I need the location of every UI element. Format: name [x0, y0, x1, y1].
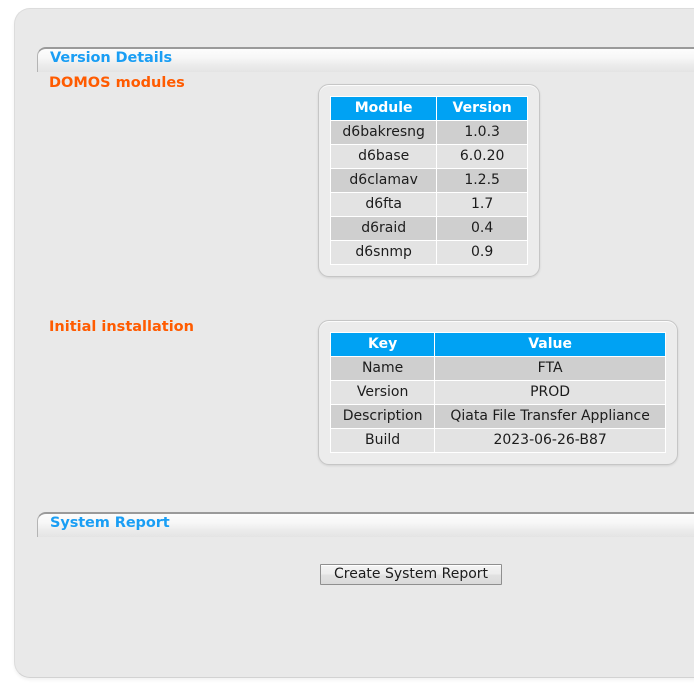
table-row: d6fta 1.7	[331, 193, 527, 216]
section-header-version-details: Version Details	[37, 47, 694, 72]
create-system-report-button[interactable]: Create System Report	[320, 564, 503, 585]
cell-module-name: d6base	[331, 145, 437, 168]
table-row: Description Qiata File Transfer Applianc…	[331, 405, 665, 428]
page-panel: Version Details DOMOS modules Module Ver…	[14, 8, 694, 678]
cell-module-version: 0.9	[437, 241, 527, 264]
cell-key: Version	[331, 381, 435, 404]
table-row: d6bakresng 1.0.3	[331, 121, 527, 144]
cell-module-name: d6bakresng	[331, 121, 437, 144]
table-row: d6clamav 1.2.5	[331, 169, 527, 192]
cell-key: Description	[331, 405, 435, 428]
cell-key: Build	[331, 429, 435, 452]
cell-module-version: 1.7	[437, 193, 527, 216]
initial-installation-table-container: Key Value Name FTA Version PROD Descript…	[318, 320, 678, 465]
cell-module-name: d6fta	[331, 193, 437, 216]
table-row: d6base 6.0.20	[331, 145, 527, 168]
sub-heading-initial-installation: Initial installation	[49, 319, 194, 335]
cell-module-version: 0.4	[437, 217, 527, 240]
table-row: d6snmp 0.9	[331, 241, 527, 264]
column-header-key: Key	[331, 333, 435, 356]
cell-module-name: d6snmp	[331, 241, 437, 264]
table-row: Version PROD	[331, 381, 665, 404]
table-row: Build 2023-06-26-B87	[331, 429, 665, 452]
column-header-version: Version	[437, 97, 527, 120]
cell-module-version: 6.0.20	[437, 145, 527, 168]
table-row: d6raid 0.4	[331, 217, 527, 240]
table-row: Name FTA	[331, 357, 665, 380]
section-title-version-details: Version Details	[50, 50, 173, 66]
column-header-value: Value	[435, 333, 665, 356]
table-header-row: Key Value	[331, 333, 665, 356]
column-header-module: Module	[331, 97, 437, 120]
cell-module-version: 1.2.5	[437, 169, 527, 192]
cell-value: 2023-06-26-B87	[435, 429, 665, 452]
cell-value: PROD	[435, 381, 665, 404]
cell-module-name: d6raid	[331, 217, 437, 240]
cell-value: FTA	[435, 357, 665, 380]
cell-module-version: 1.0.3	[437, 121, 527, 144]
cell-value: Qiata File Transfer Appliance	[435, 405, 665, 428]
section-title-system-report: System Report	[50, 515, 170, 531]
section-header-system-report: System Report	[37, 512, 694, 537]
initial-installation-table: Key Value Name FTA Version PROD Descript…	[330, 332, 666, 453]
cell-module-name: d6clamav	[331, 169, 437, 192]
domos-modules-table: Module Version d6bakresng 1.0.3 d6base 6…	[330, 96, 528, 265]
sub-heading-domos-modules: DOMOS modules	[49, 75, 185, 91]
cell-key: Name	[331, 357, 435, 380]
table-header-row: Module Version	[331, 97, 527, 120]
domos-modules-table-container: Module Version d6bakresng 1.0.3 d6base 6…	[318, 84, 540, 277]
